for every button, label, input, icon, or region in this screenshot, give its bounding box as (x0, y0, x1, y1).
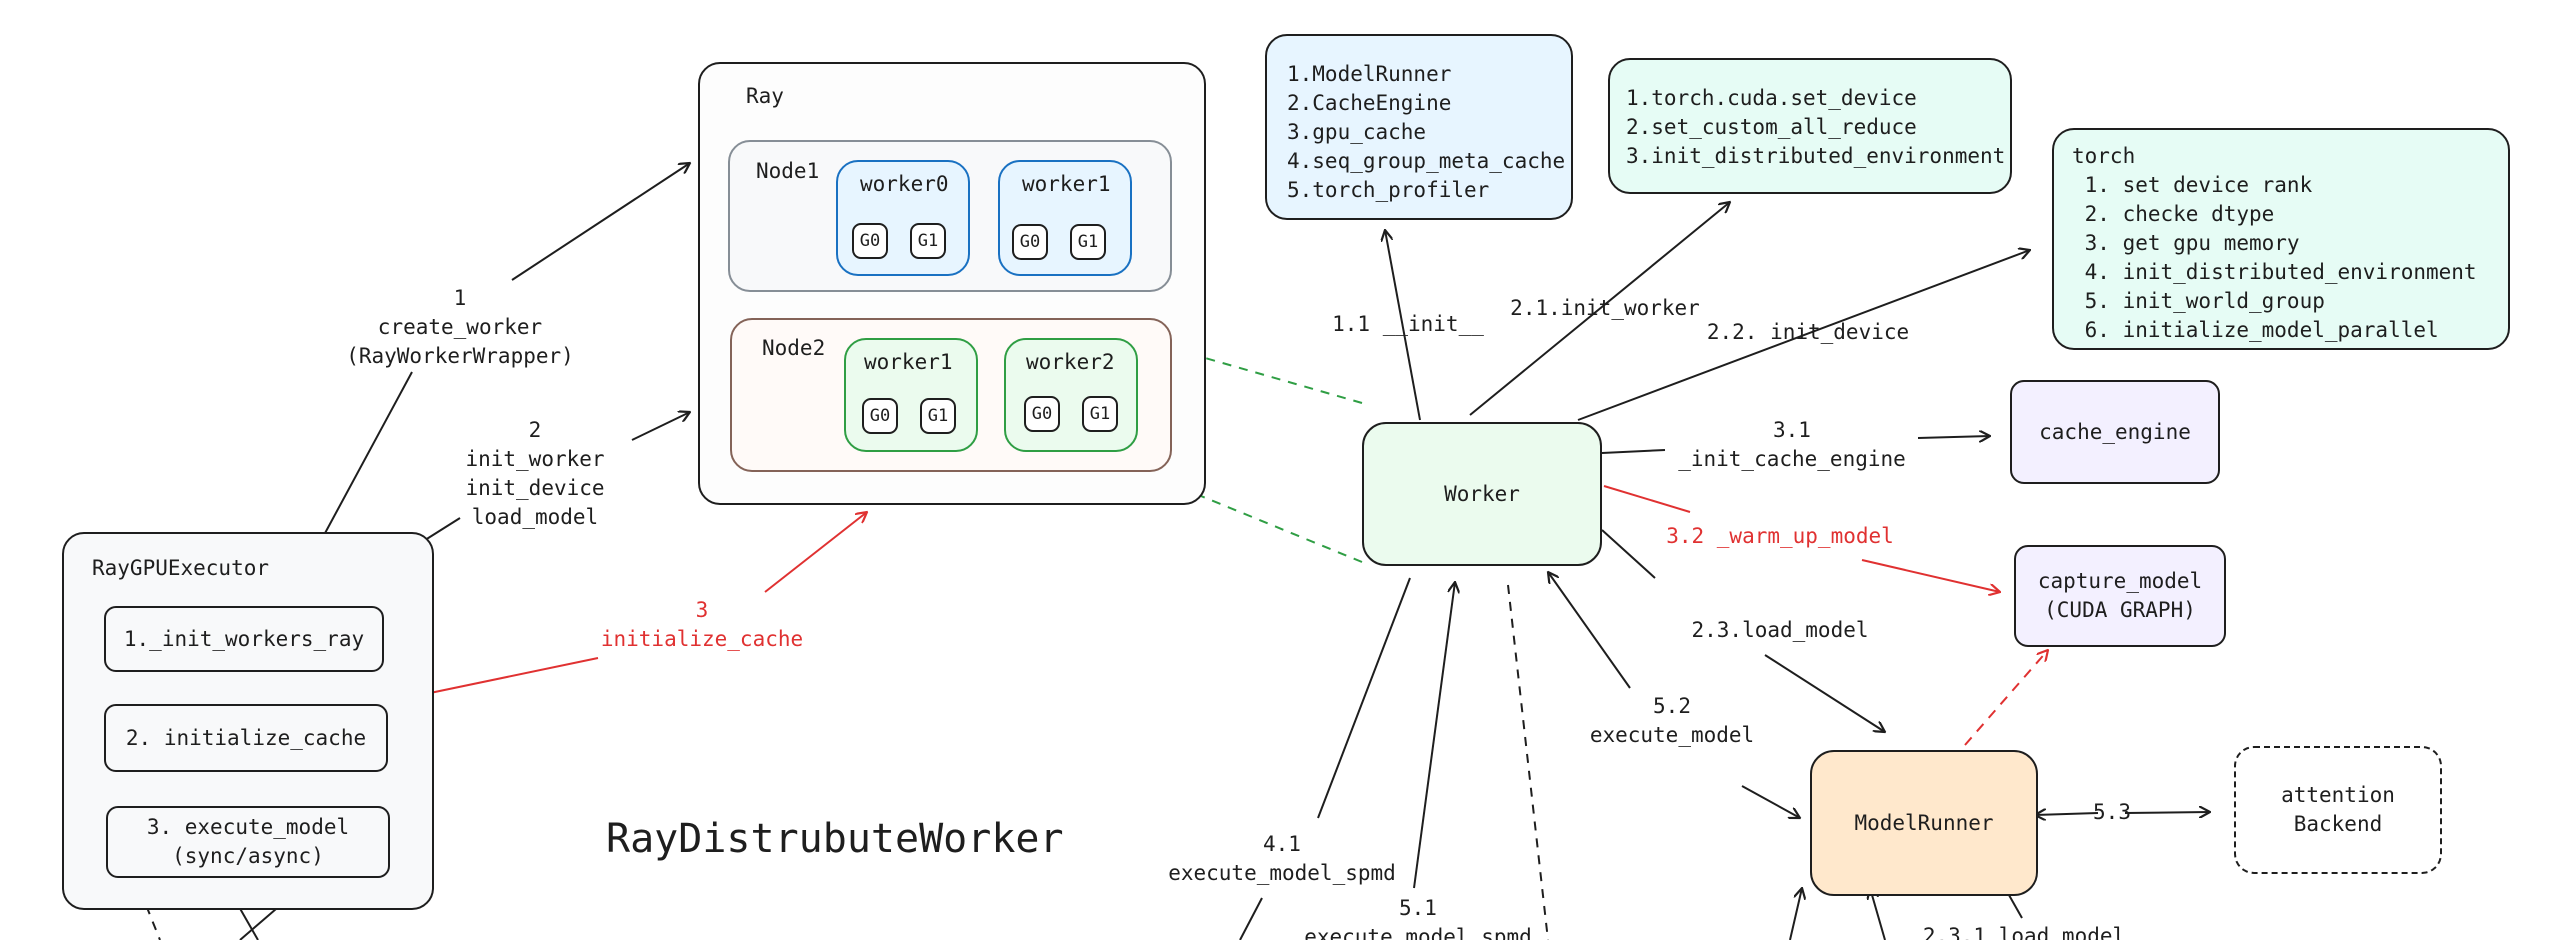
arrow-spmd-41 (1317, 577, 1411, 819)
arrow-init-worker (1469, 202, 1730, 416)
diagram-title: RayDistrubuteWorker (606, 816, 1064, 862)
node2-worker2-label: worker2 (1026, 350, 1115, 374)
arrow-load-model (1601, 529, 1656, 579)
edge-label-init: 1.1 __init__ (1332, 312, 1484, 336)
executor-step-initialize-cache: 2. initialize_cache (104, 704, 388, 772)
init-worker-steps-text: 1.torch.cuda.set_device 2.set_custom_all… (1626, 86, 2006, 168)
arrow-attention-53-b (2124, 812, 2210, 813)
edge-label-init-worker: 2.1.init_worker (1510, 296, 1700, 320)
arrow-spmd-41-tail (1239, 897, 1263, 940)
edge-label-execute-model: 5.2 execute_model (1589, 694, 1755, 747)
init-members-text: 1.ModelRunner 2.CacheEngine 3.gpu_cache … (1287, 62, 1566, 202)
node2-worker2 (1004, 338, 1138, 452)
model-runner-node: ModelRunner (1810, 750, 2038, 896)
arrow-warm-up (1861, 559, 2000, 592)
edge-label-create-worker: 1 create_worker (RayWorkerWrapper) (346, 286, 574, 368)
edge-label-attention-53: 5.3 (2093, 800, 2131, 824)
torch-box: torch 1. set device rank 2. checke dtype… (2052, 128, 2510, 350)
arrow-initialize-cache-head (764, 512, 867, 593)
arrow-create-worker-head (511, 163, 690, 281)
executor-step-init-workers: 1._init_workers_ray (104, 606, 384, 672)
executor-step-execute-model: 3. execute_model (sync/async) (106, 806, 390, 878)
init-worker-steps-box: 1.torch.cuda.set_device 2.set_custom_all… (1608, 58, 2012, 194)
cache-engine-box: cache_engine (2010, 380, 2220, 484)
ray-gpu-executor (62, 532, 434, 910)
node1-worker0-label: worker0 (860, 172, 949, 196)
arrow-into-runner (1741, 785, 1800, 818)
arrow-load-model-head (1764, 654, 1885, 732)
arrow-warm-up-stub (1603, 485, 1691, 513)
dashed-runner-capture (1964, 650, 2048, 746)
node1-worker1-gpu0: G0 (1012, 224, 1048, 260)
edge-label-init-device: 2.2. init_device (1706, 320, 1910, 344)
arrow-init (1385, 230, 1421, 421)
node1-worker1-gpu1: G1 (1070, 224, 1106, 260)
arrow-execute-model (1548, 572, 1631, 689)
node2-worker1-gpu0: G0 (862, 398, 898, 434)
node1-worker1-label: worker1 (1022, 172, 1111, 196)
edge-label-init-cache-engine: 3.1 _init_cache_engine (1678, 418, 1906, 471)
executor-label: RayGPUExecutor (92, 556, 270, 580)
edge-label-spmd-41: 4.1 execute_model_spmd (1168, 832, 1396, 885)
node2-worker1-label: worker1 (864, 350, 953, 374)
edge-label-load-model: 2.3.load_model (1691, 618, 1869, 642)
arrow-spmd-51 (1413, 582, 1455, 889)
node1-label: Node1 (756, 159, 820, 183)
worker-node: Worker (1362, 422, 1602, 566)
init-members-box: 1.ModelRunner 2.CacheEngine 3.gpu_cache … (1265, 34, 1573, 220)
node2-worker1-gpu1: G1 (920, 398, 956, 434)
node2-worker2-gpu1: G1 (1082, 396, 1118, 432)
arrow-exec-tail-2 (237, 904, 259, 940)
capture-model-box: capture_model (CUDA GRAPH) (2014, 545, 2226, 647)
node2-label: Node2 (762, 336, 826, 360)
node1-worker0-gpu1: G1 (910, 223, 946, 259)
node2-worker2-gpu0: G0 (1024, 396, 1060, 432)
torch-text: torch 1. set device rank 2. checke dtype… (2072, 144, 2477, 342)
edge-label-load-model-231: 2.3.1 load_model (1922, 924, 2126, 940)
edge-label-initialize-cache: 3 initialize_cache (600, 598, 804, 651)
arrow-attention-53 (2035, 813, 2099, 815)
arrow-init-load (631, 412, 690, 441)
edge-label-spmd-51: 5.1 execute_model_spmd (1304, 896, 1532, 940)
node1-worker0-gpu0: G0 (852, 223, 888, 259)
arrow-cache-engine (1917, 436, 1990, 438)
arrow-runner-up-1 (1789, 888, 1802, 940)
ray-label: Ray (746, 84, 784, 108)
dashed-worker-down (1507, 584, 1549, 940)
edge-label-warm-up-model: 3.2 _warm_up_model (1666, 524, 1894, 548)
arrow-runner-up-2 (1870, 888, 1886, 940)
edge-label-init-load: 2 init_worker init_device load_model (465, 418, 605, 529)
arrow-cache-engine-stub (1601, 449, 1666, 454)
attention-backend-box: attention Backend (2234, 746, 2442, 874)
arrow-init-device (1577, 250, 2030, 421)
